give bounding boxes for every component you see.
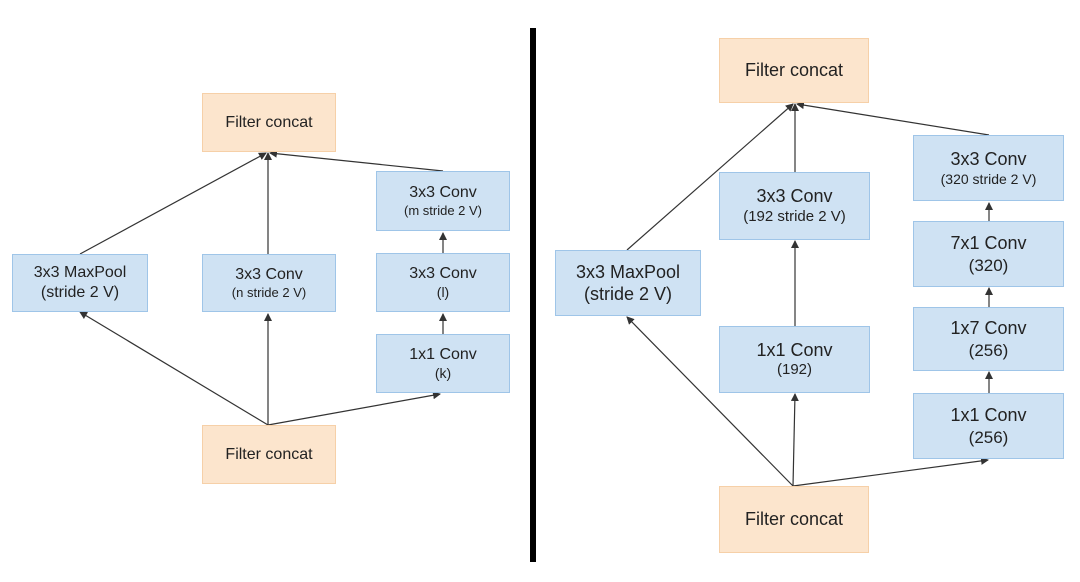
box-label: 3x3 Conv <box>950 149 1027 169</box>
box-label: Filter concat <box>225 113 313 131</box>
box-label: 3x3 Conv <box>409 183 477 201</box>
box-sublabel: (256) <box>968 340 1009 360</box>
arrow <box>796 101 990 136</box>
box-sublabel: (l) <box>436 283 450 300</box>
right-conv-1x1-256: 1x1 Conv (256) <box>913 393 1064 459</box>
left-conv-3x3-l: 3x3 Conv (l) <box>376 253 510 312</box>
box-label: 3x3 MaxPool <box>575 261 681 282</box>
box-label: 1x1 Conv <box>756 339 833 360</box>
left-conv-1x1-k: 1x1 Conv (k) <box>376 334 510 393</box>
box-label: 3x3 Conv <box>235 265 303 283</box>
arrow <box>267 391 441 426</box>
left-filter-concat-bottom: Filter concat <box>202 425 336 484</box>
box-label: Filter concat <box>744 509 844 530</box>
arrow <box>269 149 444 172</box>
box-sublabel: (stride 2 V) <box>40 284 120 301</box>
left-filter-concat-top: Filter concat <box>202 93 336 152</box>
box-sublabel: (m stride 2 V) <box>403 202 482 218</box>
box-sublabel: (192 stride 2 V) <box>743 207 846 225</box>
box-sublabel: (256) <box>968 427 1009 447</box>
box-sublabel: (k) <box>434 364 452 381</box>
right-filter-concat-bottom: Filter concat <box>719 486 869 553</box>
right-filter-concat-top: Filter concat <box>719 38 869 103</box>
box-sublabel: (n stride 2 V) <box>231 284 307 300</box>
left-maxpool-box: 3x3 MaxPool (stride 2 V) <box>12 254 148 312</box>
arrow <box>792 456 989 487</box>
arrow <box>79 152 267 255</box>
arrow <box>626 103 794 251</box>
box-sublabel: (320) <box>968 255 1009 275</box>
arrow <box>626 316 794 487</box>
left-conv-3x3-n: 3x3 Conv (n stride 2 V) <box>202 254 336 312</box>
left-conv-3x3-m: 3x3 Conv (m stride 2 V) <box>376 171 510 231</box>
panel-divider <box>530 28 536 562</box>
box-label: 1x1 Conv <box>950 405 1027 426</box>
right-conv-3x3-192: 3x3 Conv (192 stride 2 V) <box>719 172 870 240</box>
right-conv-7x1-320: 7x1 Conv (320) <box>913 221 1064 287</box>
right-maxpool-box: 3x3 MaxPool (stride 2 V) <box>555 250 701 316</box>
box-label: Filter concat <box>225 445 313 463</box>
right-conv-1x7-256: 1x7 Conv (256) <box>913 307 1064 371</box>
box-label: 7x1 Conv <box>950 233 1027 254</box>
box-sublabel: (320 stride 2 V) <box>940 170 1037 187</box>
box-label: 1x7 Conv <box>950 318 1027 339</box>
box-sublabel: (stride 2 V) <box>583 284 673 304</box>
right-conv-1x1-192: 1x1 Conv (192) <box>719 326 870 393</box>
box-label: 3x3 Conv <box>756 186 833 207</box>
box-sublabel: (192) <box>776 361 813 379</box>
arrow <box>790 393 799 487</box>
box-label: 3x3 MaxPool <box>33 264 127 281</box>
arrow <box>79 311 269 426</box>
box-label: 3x3 Conv <box>409 264 477 282</box>
box-label: 1x1 Conv <box>409 345 477 363</box>
box-label: Filter concat <box>744 60 844 81</box>
right-conv-3x3-320: 3x3 Conv (320 stride 2 V) <box>913 135 1064 201</box>
